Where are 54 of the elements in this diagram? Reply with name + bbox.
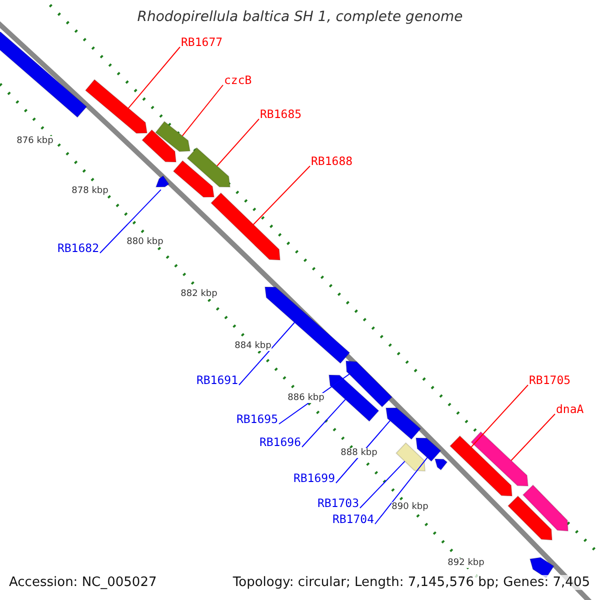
- leader-line: [302, 398, 346, 448]
- leader-line: [182, 84, 224, 136]
- accession-text: Accession: NC_005027: [9, 575, 157, 590]
- gene-label: dnaA: [556, 403, 584, 416]
- leader-line: [510, 414, 556, 461]
- leader-line: [100, 189, 162, 254]
- position-label: 888 kbp: [340, 448, 378, 458]
- gene-feature: [210, 192, 281, 261]
- gene-feature: [84, 78, 148, 134]
- position-label: 880 kbp: [126, 237, 164, 247]
- leader-line: [252, 166, 310, 225]
- leader-line: [470, 384, 528, 448]
- gene-feature: [385, 407, 422, 440]
- leader-line: [216, 118, 260, 166]
- gene-feature: [507, 495, 553, 541]
- gene-label: RB1677: [181, 36, 223, 49]
- gene-feature: [449, 435, 513, 497]
- gene-feature: [396, 442, 426, 472]
- gene-label: RB1704: [332, 513, 374, 526]
- gene-label: RB1685: [260, 108, 302, 121]
- gene-label: RB1703: [317, 497, 359, 510]
- gene-feature: [154, 120, 191, 152]
- position-label: 876 kbp: [16, 136, 54, 146]
- gene-label: RB1691: [196, 374, 238, 387]
- position-label: 884 kbp: [234, 341, 272, 351]
- genome-summary: Topology: circular; Length: 7,145,576 bp; Genes: 7,405: [232, 575, 590, 590]
- position-label: 886 kbp: [288, 393, 324, 403]
- position-label: 882 kbp: [180, 289, 218, 299]
- gene-label: czcB: [224, 74, 252, 87]
- gene-feature: [415, 438, 442, 462]
- gene-feature: [345, 360, 393, 408]
- leader-line: [374, 457, 428, 524]
- gene-label: RB1696: [259, 436, 301, 449]
- position-label: 878 kbp: [72, 186, 108, 196]
- gene-label: RB1682: [57, 242, 99, 255]
- gene-feature: [172, 160, 215, 198]
- gene-feature: [186, 147, 231, 188]
- gene-label: RB1705: [529, 374, 571, 387]
- title: Rhodopirellula baltica SH 1, complete genome: [136, 9, 464, 25]
- gene-feature: [434, 458, 448, 471]
- leader-line: [360, 460, 406, 508]
- gene-feature: [142, 129, 177, 163]
- gene-feature: [0, 32, 88, 118]
- gene-label: RB1688: [311, 155, 353, 168]
- leader-line: [238, 322, 295, 386]
- position-label: 890 kbp: [392, 502, 428, 512]
- gene-feature: [522, 484, 569, 532]
- gene-feature: [155, 175, 170, 188]
- gene-label: RB1695: [236, 413, 278, 426]
- gene-feature: [328, 374, 380, 422]
- leader-line: [128, 46, 180, 109]
- position-label: 892 kbp: [448, 558, 484, 568]
- gene-feature: [470, 431, 529, 487]
- gene-label: RB1699: [293, 472, 335, 485]
